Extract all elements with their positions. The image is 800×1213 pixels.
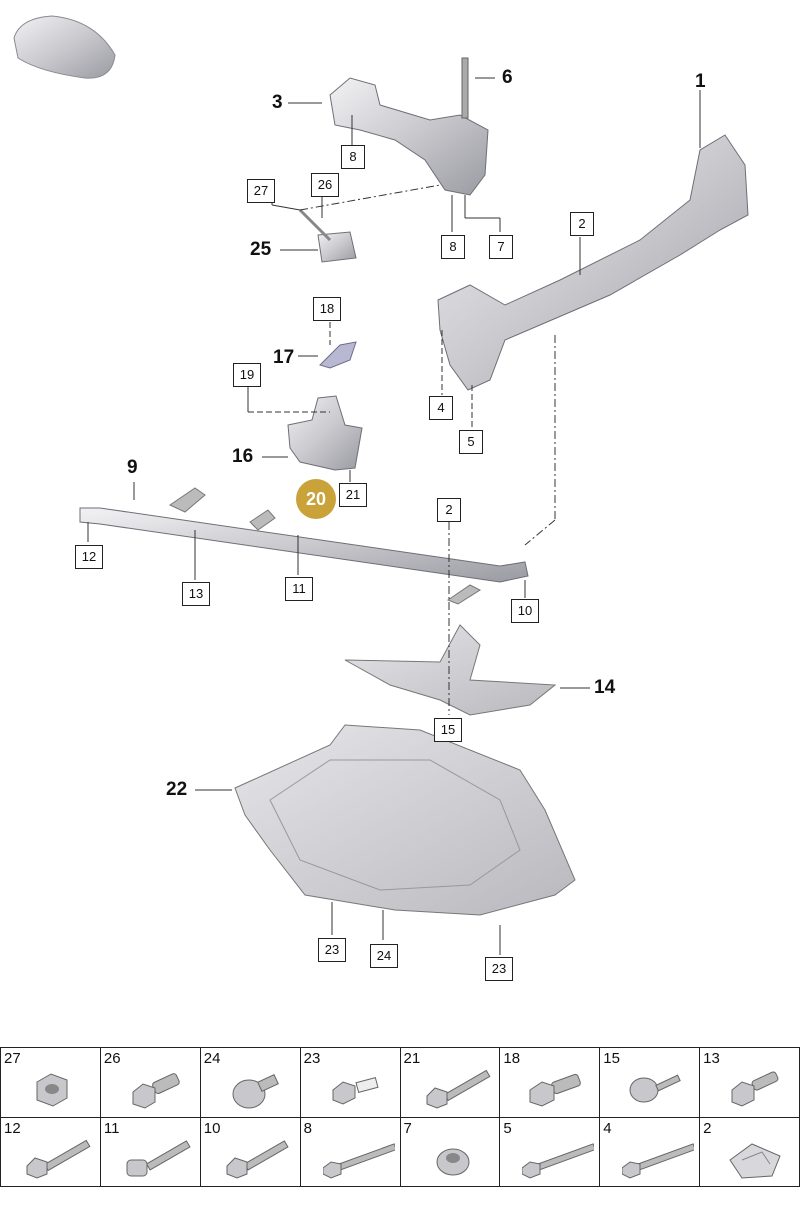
level-sensor-link-part [298,208,357,263]
part-cell-27[interactable]: 27 [0,1047,101,1118]
underbody-panel-part [234,724,576,916]
part-number: 23 [303,1050,321,1067]
exploded-parts-diagram: 1 3 6 9 14 16 17 22 25 8 27 26 8 7 2 18 … [13,15,749,981]
leader-lines [87,77,701,955]
plastic-rivet-icon [232,1074,279,1109]
part-cell-15[interactable]: 15 [599,1047,701,1118]
table-row: 27 26 24 23 21 18 15 13 [0,1047,800,1118]
long-bolt-icon [622,1142,695,1179]
part-cell-12[interactable]: 12 [0,1116,101,1187]
table-row: 12 11 10 8 7 5 4 2 [0,1116,800,1187]
callout-box-7: 7 [489,235,513,259]
callout-box-23: 23 [485,957,513,981]
callout-9: 9 [127,457,138,478]
callout-box-4: 4 [429,396,453,420]
callout-box-5: 5 [459,430,483,454]
flange-bolt-long-icon [426,1069,490,1109]
part-cell-7[interactable]: 7 [399,1116,501,1187]
bracket-17-part [319,341,357,369]
part-number: 24 [203,1050,221,1067]
part-number: 15 [603,1050,620,1067]
callout-22: 22 [166,779,188,800]
part-number: 10 [203,1119,221,1137]
callout-box-18: 18 [313,297,341,321]
part-cell-11[interactable]: 11 [99,1116,201,1187]
part-cell-5[interactable]: 5 [499,1116,601,1187]
part-cell-8[interactable]: 8 [299,1116,401,1187]
callout-box-13: 13 [182,582,210,606]
flange-bolt-long-icon [226,1139,289,1179]
callout-box-21: 21 [339,483,367,507]
part-cell-4[interactable]: 4 [599,1116,701,1187]
washer-screw-icon [629,1074,682,1103]
upper-crossmember-part [329,57,489,196]
part-number: 5 [503,1119,512,1137]
callout-box-2: 2 [437,498,461,522]
callout-box-10: 10 [511,599,539,623]
part-cell-2[interactable]: 2 [699,1116,800,1187]
callout-1: 1 [695,71,706,92]
clip-screw-icon [332,1076,379,1105]
callout-25: 25 [250,239,272,260]
flange-bolt-short-icon [731,1071,779,1107]
part-cell-26[interactable]: 26 [99,1047,201,1118]
callout-box-11: 11 [285,577,313,601]
flange-nut-icon [436,1148,469,1175]
part-cell-24[interactable]: 24 [199,1047,301,1118]
part-number: 8 [303,1119,312,1137]
callout-box-26: 26 [311,173,339,197]
flange-bolt-long-icon [26,1139,91,1179]
callout-box-24: 24 [370,944,398,968]
callout-box-27: 27 [247,179,275,203]
part-cell-13[interactable]: 13 [699,1047,800,1118]
part-number: 2 [703,1119,712,1137]
callout-6: 6 [502,67,513,88]
callout-box-2: 2 [570,212,594,236]
highlighted-part-20[interactable]: 20 [296,479,336,519]
flange-bolt-short-icon [132,1073,180,1109]
callout-box-15: 15 [434,718,462,742]
part-cell-18[interactable]: 18 [499,1047,601,1118]
callout-box-8: 8 [441,235,465,259]
callout-box-19: 19 [233,363,261,387]
vehicle-thumbnail-icon [13,15,116,79]
hex-nut-icon [36,1073,68,1107]
callout-3: 3 [272,92,283,113]
speed-nut-icon [729,1142,781,1179]
support-bracket-part [287,395,363,471]
socket-bolt-icon [126,1139,191,1176]
part-number: 27 [4,1050,21,1067]
diagram-artwork [13,15,749,955]
part-number: 12 [4,1119,21,1137]
callout-17: 17 [273,347,295,368]
callout-16: 16 [232,446,254,467]
part-number: 21 [403,1050,421,1067]
strut-bar-part [79,487,529,605]
long-bolt-icon [322,1142,395,1179]
callout-14: 14 [594,677,616,698]
part-number: 4 [603,1119,612,1137]
part-number: 18 [503,1050,521,1067]
part-number: 26 [103,1050,121,1067]
part-number: 7 [403,1119,412,1137]
part-cell-23[interactable]: 23 [299,1047,401,1118]
part-cell-10[interactable]: 10 [199,1116,301,1187]
callout-box-8: 8 [341,145,365,169]
part-number: 13 [703,1050,720,1067]
flange-bolt-short-icon [529,1073,582,1107]
callout-box-12: 12 [75,545,103,569]
part-cell-21[interactable]: 21 [399,1047,501,1118]
part-number: 11 [103,1119,120,1137]
long-bolt-icon [522,1142,595,1179]
heat-shield-part [344,624,557,716]
fastener-parts-table: 27 26 24 23 21 18 15 13 12 11 10 8 7 5 4 [0,1047,800,1187]
callout-box-23: 23 [318,938,346,962]
